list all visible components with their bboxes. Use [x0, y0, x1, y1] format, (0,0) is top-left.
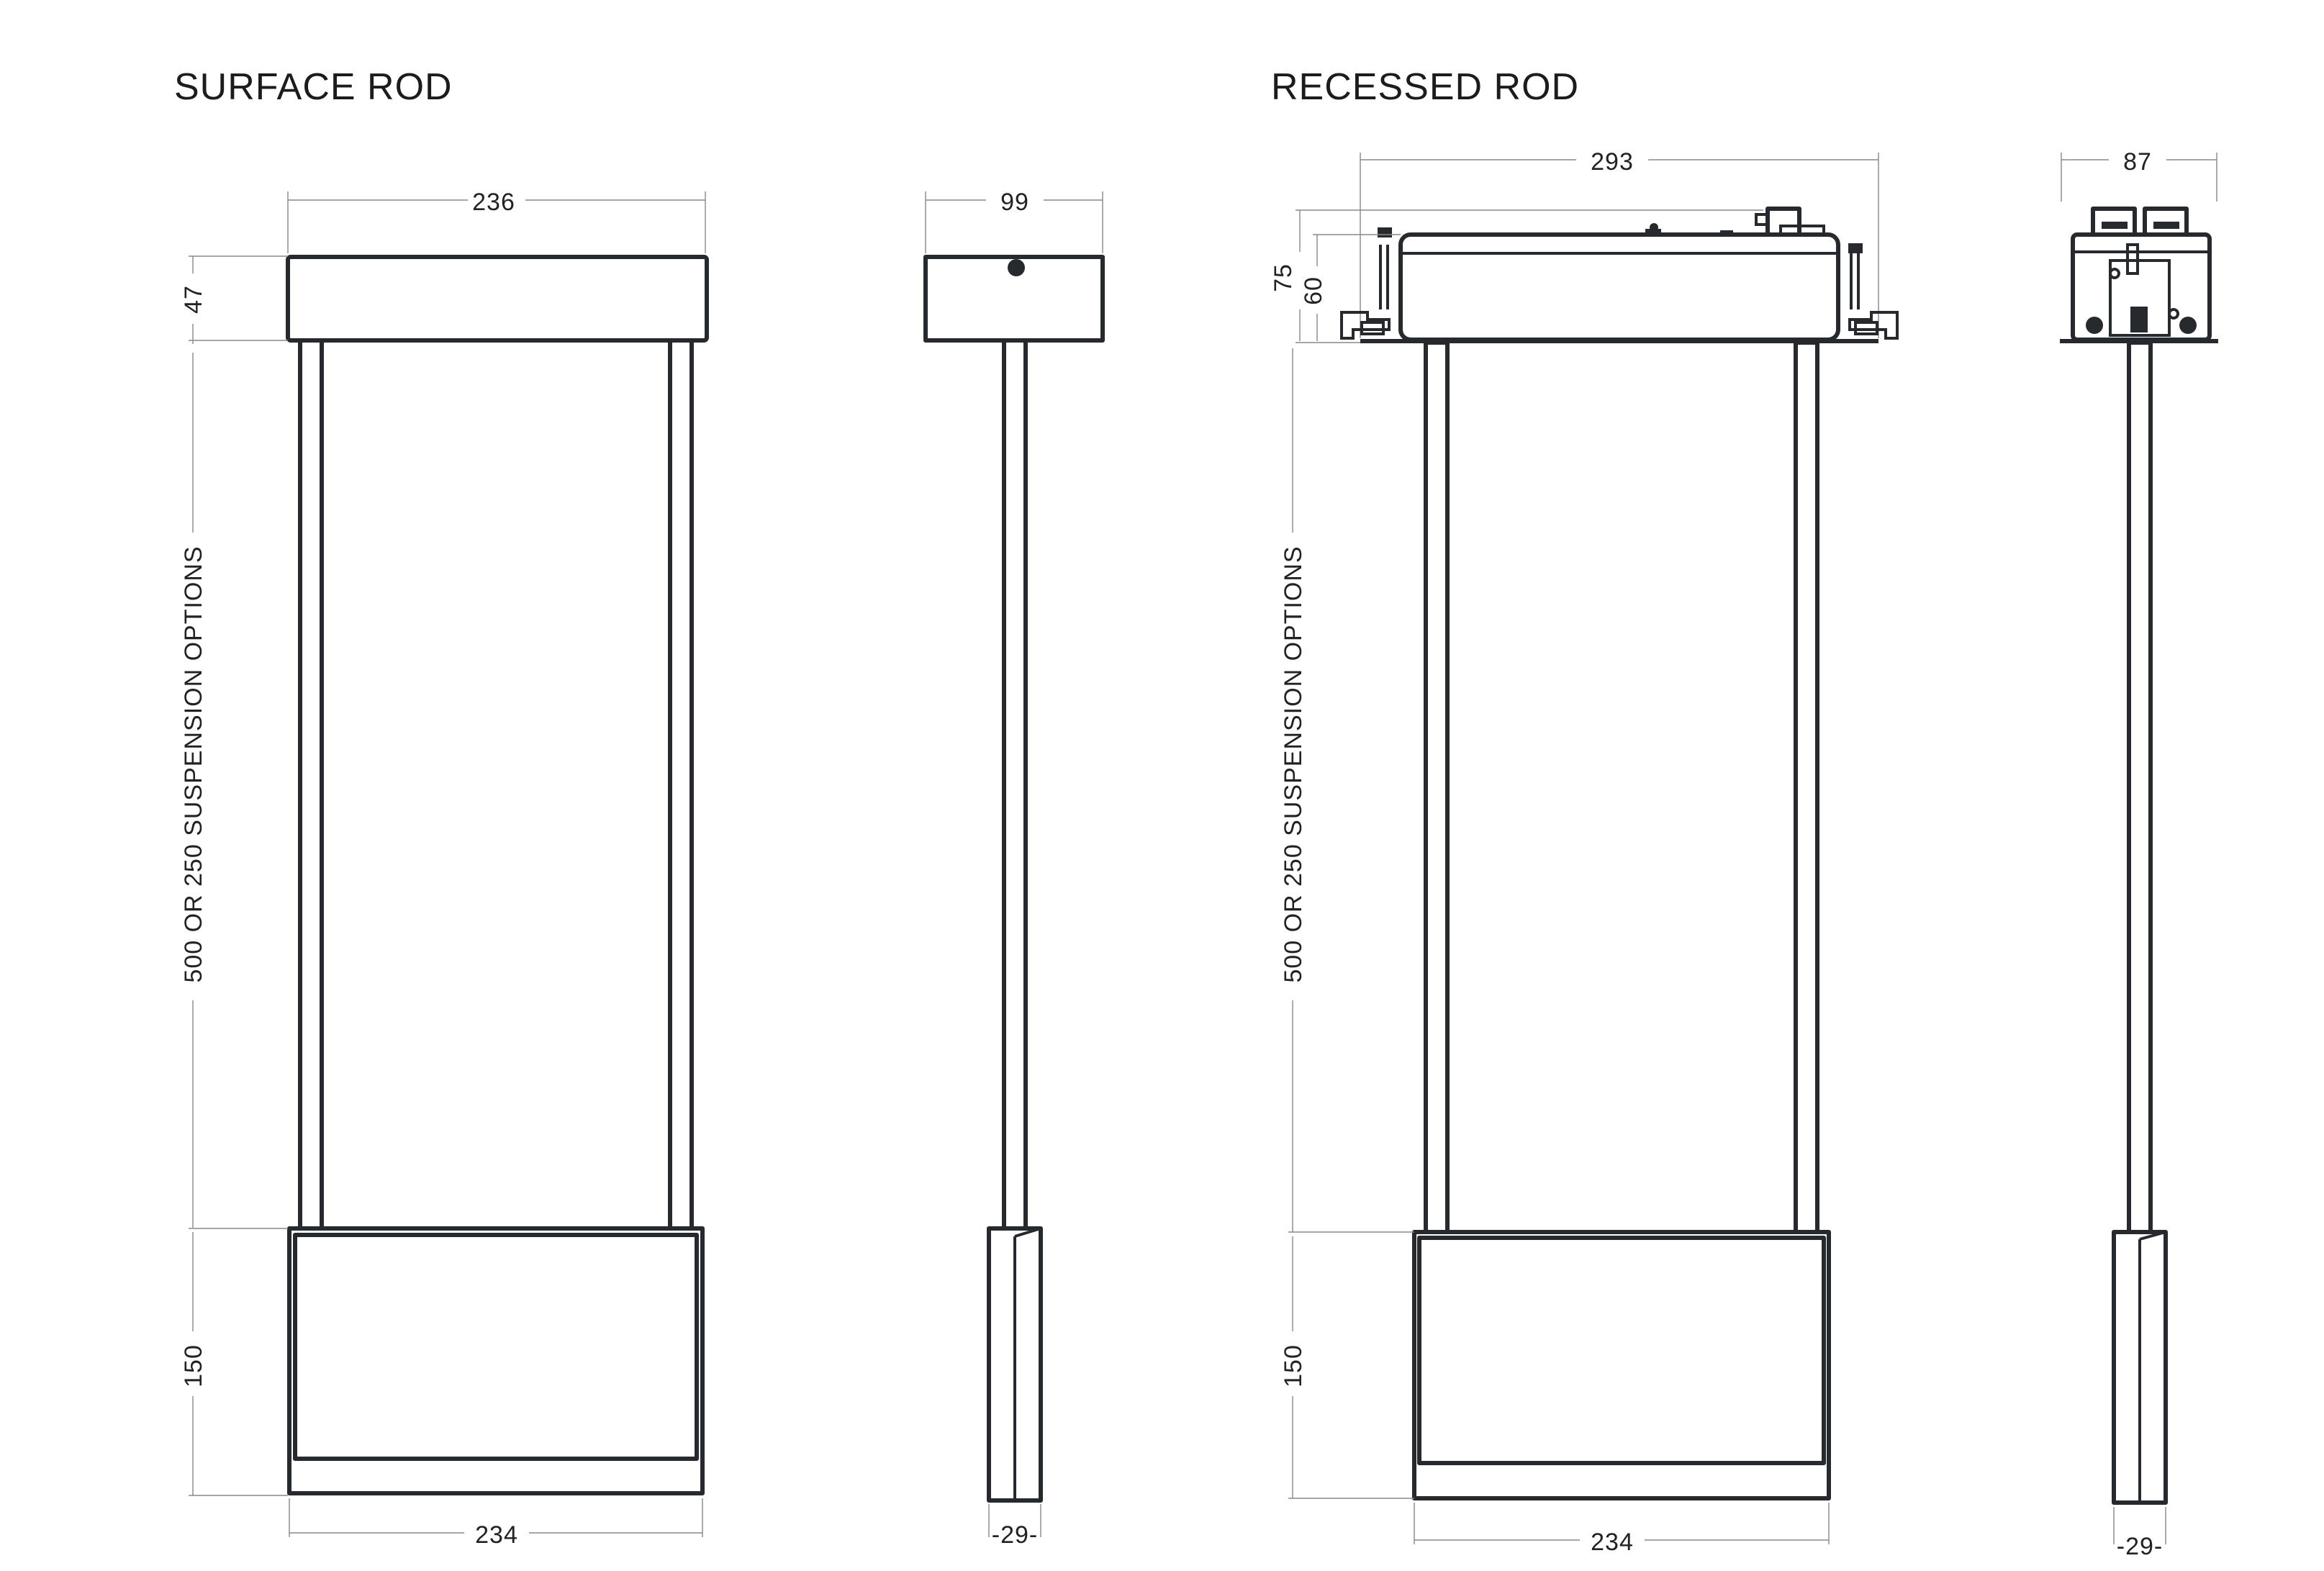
recessed-side-connector-left: [2091, 207, 2137, 237]
surface-rod-left: [298, 338, 324, 1231]
surface-side-bottom-dimension: -29-: [988, 1504, 1041, 1549]
recessed-side-connector-right: [2143, 207, 2189, 237]
recessed-side-bottom-dimension: -29-: [2113, 1507, 2166, 1560]
recessed-rod-side-view: 87 -29-: [2060, 148, 2218, 1560]
recessed-side-screw-left: [2086, 317, 2103, 334]
recessed-housing-box: [1398, 232, 1840, 342]
surface-bottom-width-dimension: 234: [289, 1498, 703, 1549]
recessed-rod-front-view: 293: [1270, 148, 1899, 1556]
surface-body: [287, 1226, 705, 1495]
surface-bottom-width-label: 234: [475, 1521, 518, 1549]
recessed-body-height-label: 150: [1280, 1344, 1307, 1387]
surface-height-dimensions: 47 500 OR 250 SUSPENSION OPTIONS 150: [180, 255, 288, 1496]
recessed-side-top-width-dimension: 87: [2061, 148, 2217, 202]
recessed-body-diffuser: [1417, 1236, 1826, 1465]
recessed-bottom-width-label: 234: [1591, 1529, 1634, 1556]
surface-side-rod: [1002, 338, 1028, 1231]
recessed-connector: [1765, 207, 1801, 237]
surface-rod-title: SURFACE ROD: [174, 66, 453, 108]
recessed-rod-left: [1424, 340, 1450, 1234]
recessed-top-width-dimension: 293: [1360, 148, 1879, 338]
recessed-height-dimensions: 75 60 500 OR 250 SUSPENSION OPTIONS 150: [1270, 209, 1763, 1499]
recessed-inner-height-label: 60: [1300, 276, 1327, 305]
recessed-side-rod: [2127, 340, 2153, 1234]
recessed-suspension-label: 500 OR 250 SUSPENSION OPTIONS: [1280, 545, 1307, 982]
surface-rod-front-view: 236 47 500 OR 250 SUSPENSION OPTIONS 150: [180, 189, 709, 1549]
recessed-body: [1412, 1230, 1831, 1500]
surface-top-width-dimension: 236: [287, 189, 706, 253]
surface-suspension-label: 500 OR 250 SUSPENSION OPTIONS: [180, 545, 207, 982]
recessed-bottom-width-dimension: 234: [1414, 1503, 1830, 1556]
surface-canopy: [286, 255, 709, 343]
recessed-outer-height-label: 75: [1270, 263, 1297, 292]
surface-body-height-label: 150: [180, 1344, 207, 1387]
surface-canopy-height-label: 47: [180, 285, 207, 314]
surface-side-screw: [1008, 259, 1025, 276]
recessed-top-width-label: 293: [1591, 148, 1634, 176]
surface-rod-side-view: 99 -29-: [923, 189, 1105, 1549]
recessed-side-top-width-label: 87: [2123, 148, 2152, 176]
recessed-housing: [1340, 207, 1899, 343]
surface-top-width-label: 236: [472, 189, 515, 216]
surface-side-top-width-dimension: 99: [925, 189, 1103, 253]
recessed-side-bottom-label: -29-: [2117, 1533, 2163, 1560]
surface-body-diffuser: [293, 1233, 699, 1461]
surface-side-top-width-label: 99: [1000, 189, 1029, 216]
recessed-rod-title: RECESSED ROD: [1271, 66, 1579, 108]
recessed-side-housing: [2060, 207, 2218, 343]
recessed-side-screw-right: [2179, 317, 2197, 334]
recessed-rod-right: [1794, 340, 1819, 1234]
surface-rod-right: [668, 338, 694, 1231]
surface-side-bottom-label: -29-: [992, 1521, 1038, 1549]
